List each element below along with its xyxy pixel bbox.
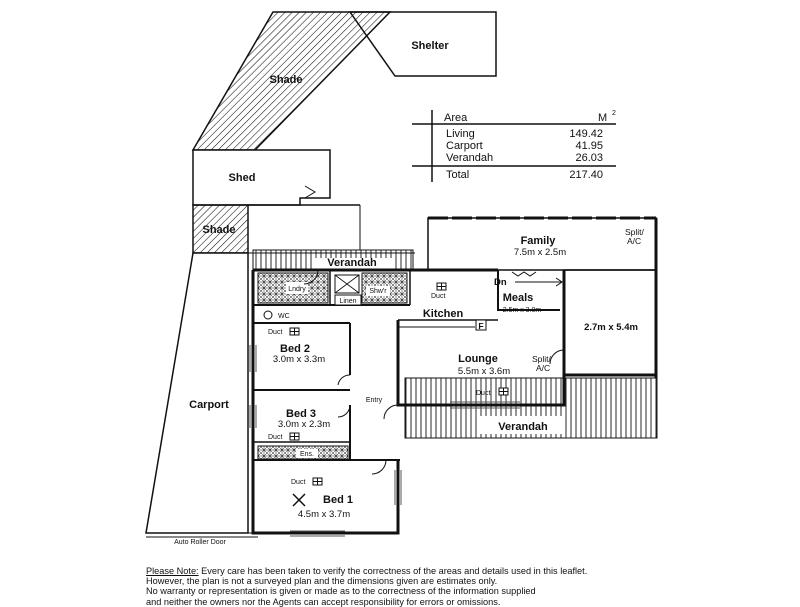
area-row-label: Verandah: [446, 152, 493, 164]
duct-icons: [289, 282, 509, 486]
area-total-label: Total: [446, 169, 469, 181]
verandah-top-label: Verandah: [327, 257, 377, 269]
family-dim: 7.5m x 2.5m: [514, 247, 566, 258]
area-table: Area M 2 Living 149.42 Carport 41.95 Ver…: [444, 110, 616, 181]
linen-label: Linen: [339, 298, 356, 305]
family-room: [427, 217, 657, 271]
bed2-dim: 3.0m x 3.3m: [273, 354, 325, 365]
bed2-label: Bed 2: [280, 343, 310, 355]
shed-label: Shed: [229, 172, 256, 184]
shade-left-area: [192, 204, 249, 254]
shade-left-label: Shade: [202, 224, 235, 236]
dn-label: Dn: [494, 277, 507, 288]
carport-label: Carport: [189, 399, 229, 411]
area-row-label: Carport: [446, 140, 483, 152]
area-row-value: 41.95: [575, 140, 603, 152]
bed1-label: Bed 1: [323, 494, 353, 506]
lounge-dim: 5.5m x 3.6m: [458, 366, 510, 377]
area-header: Area: [444, 112, 468, 124]
bed1-marker-icon: [292, 493, 306, 507]
bed1-dim: 4.5m x 3.7m: [298, 509, 350, 520]
split-ac-top-label: Split/: [625, 227, 645, 237]
area-unit-sup: 2: [612, 110, 616, 117]
area-table-lines: [412, 110, 616, 182]
house-walls: [251, 268, 656, 535]
ens-label: Ens.: [300, 451, 314, 458]
bed3-label: Bed 3: [286, 408, 316, 420]
carport-area: [145, 252, 249, 534]
split-ac-top-label: A/C: [627, 236, 641, 246]
duct-bed1-label: Duct: [291, 479, 305, 486]
shelter-label: Shelter: [411, 40, 449, 52]
disclaimer-line: However, the plan is not a surveyed plan…: [146, 576, 498, 587]
family-label: Family: [521, 235, 557, 247]
duct-bed2-label: Duct: [268, 329, 282, 336]
duct-bed3-label: Duct: [268, 434, 282, 441]
duct-lounge-label: Duct: [476, 390, 490, 397]
disclaimer-line: and neither the owners nor the Agents ca…: [146, 596, 501, 607]
area-unit: M: [598, 112, 607, 124]
entry-label: Entry: [366, 397, 383, 404]
dn-arrow: [511, 271, 563, 287]
shwr-label: Shw'r: [369, 288, 387, 295]
verandah-bottom-label: Verandah: [498, 421, 548, 433]
area-total-value: 217.40: [569, 169, 603, 181]
area-row-value: 26.03: [575, 152, 603, 164]
area-row-label: Living: [446, 128, 475, 140]
right-room-dim: 2.7m x 5.4m: [584, 322, 638, 333]
disclaimer: Please Note: Every care has been taken t…: [146, 566, 706, 607]
lounge-label: Lounge: [458, 353, 498, 365]
auto-roller-label: Auto Roller Door: [174, 539, 226, 546]
disclaimer-line: No warranty or representation is given o…: [146, 586, 536, 597]
kitchen-label: Kitchen: [423, 308, 464, 320]
shelter-area: [348, 11, 497, 77]
f-mark: F: [478, 321, 483, 331]
meals-label: Meals: [503, 292, 534, 304]
meals-dim: 2.5m x 3.0m: [503, 307, 542, 314]
wc-label: WC: [278, 313, 290, 320]
disclaimer-line: Every care has been taken to verify the …: [201, 566, 588, 576]
split-ac-mid-label: A/C: [536, 363, 550, 373]
shade-top-label: Shade: [269, 74, 302, 86]
bed3-dim: 3.0m x 2.3m: [278, 419, 330, 430]
disclaimer-title: Please Note:: [146, 566, 199, 576]
area-row-value: 149.42: [569, 128, 603, 140]
lndry-label: Lndry: [288, 286, 306, 293]
split-ac-mid-label: Split/: [532, 354, 552, 364]
shed-area: [192, 149, 331, 206]
duct-kitchen-label: Duct: [431, 293, 445, 300]
